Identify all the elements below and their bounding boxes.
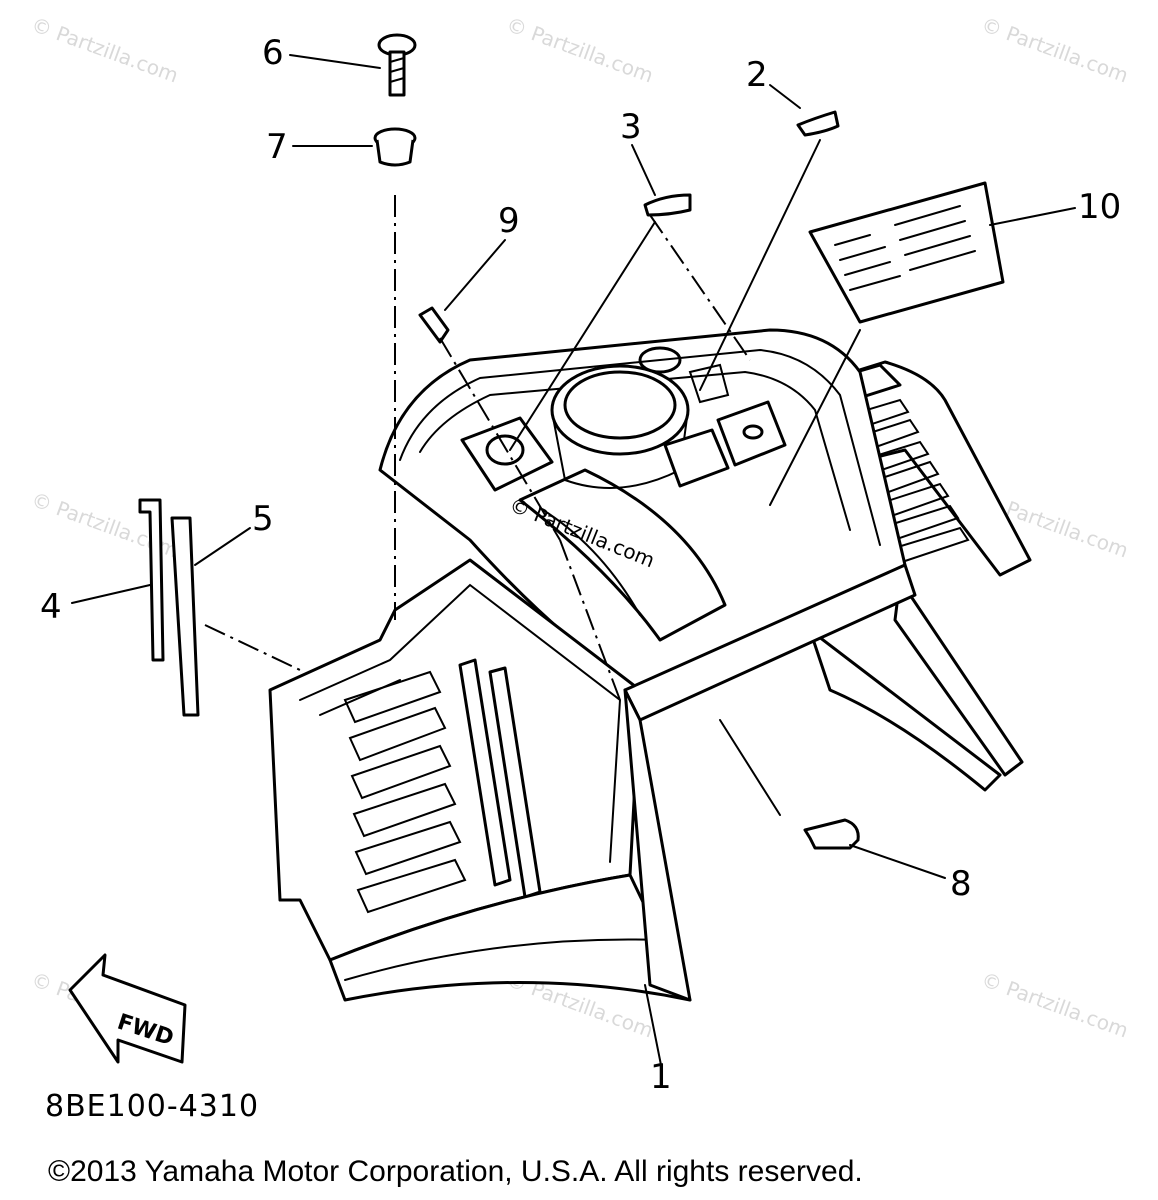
part-9-pin [418,306,450,344]
watermark-bottom-right: © Partzilla.com [978,967,1131,1042]
assembly-lines [204,195,751,701]
watermark-top-right: © Partzilla.com [978,12,1131,87]
copyright-notice: ©2013 Yamaha Motor Corporation, U.S.A. A… [48,1155,863,1188]
diagram-code: 8BE100-4310 [45,1089,259,1124]
callout-6: 6 [262,33,284,73]
part-10-label [808,181,1005,324]
callout-5: 5 [252,499,274,539]
part-7-collar [373,127,417,167]
callout-2: 2 [746,55,768,95]
callout-10: 10 [1078,187,1121,227]
part-6-screw [377,33,417,97]
part-3-grommet [643,193,692,217]
part-5-strip [170,516,200,717]
part-8-clip [803,818,860,850]
callout-4: 4 [40,587,62,627]
callout-8: 8 [950,864,972,904]
watermark-top-left: © Partzilla.com [28,12,181,87]
watermark-top-center: © Partzilla.com [503,12,656,87]
leader-lines [71,54,1076,1071]
part-2-grommet [796,110,840,137]
part-4-strip [138,498,165,662]
callout-7: 7 [266,127,288,167]
callout-9: 9 [498,201,520,241]
part-1-cowling [268,328,1032,1002]
callout-1: 1 [650,1057,672,1097]
callout-3: 3 [620,107,642,147]
fwd-arrow-icon: FWD [68,953,187,1064]
callouts: 6 7 2 3 9 10 4 5 8 1 [40,33,1121,1097]
